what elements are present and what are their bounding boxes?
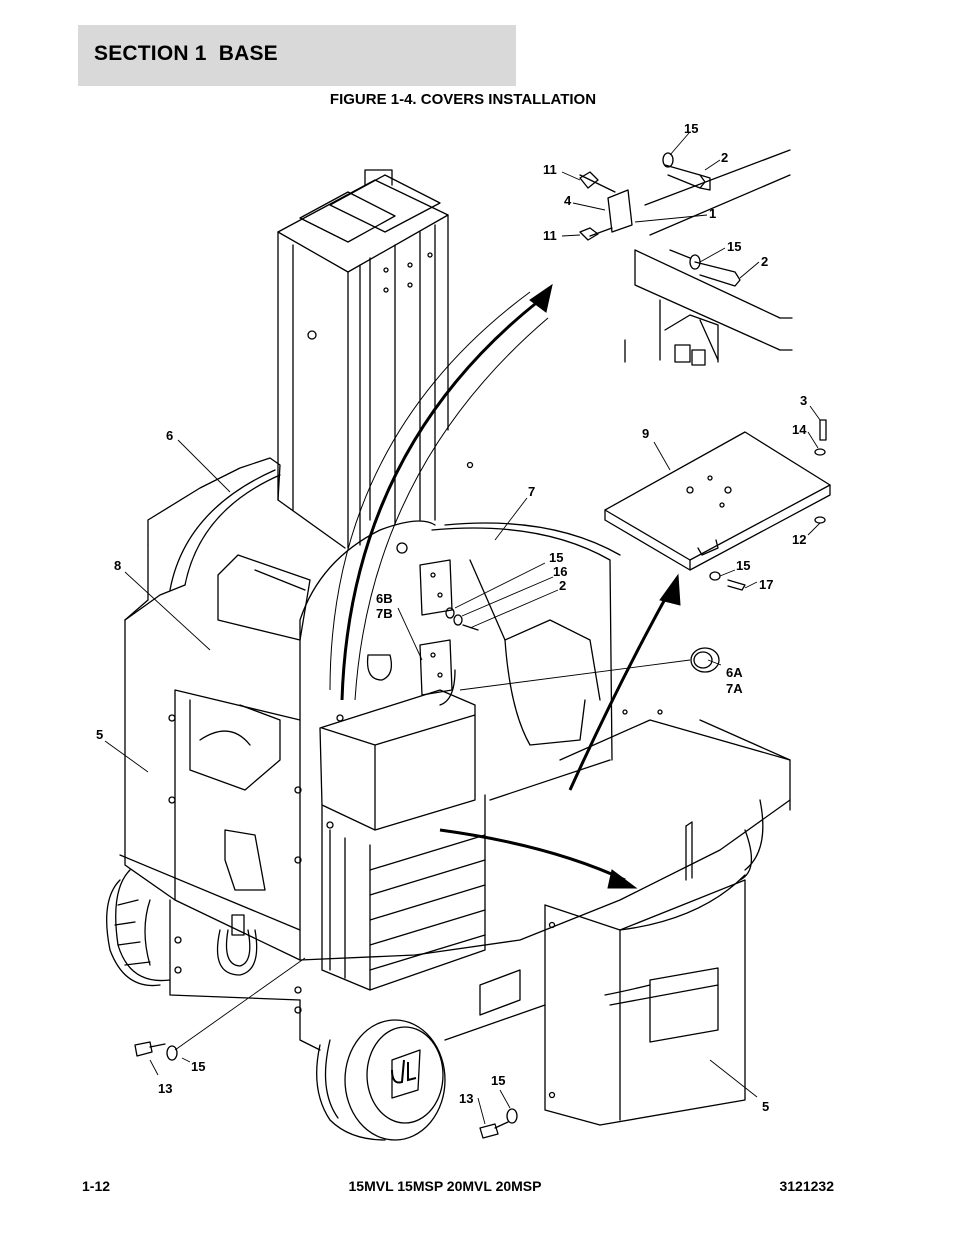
callout-14: 14 <box>792 422 807 437</box>
callout-5-right: 5 <box>762 1099 769 1114</box>
callout-11-a: 11 <box>543 162 557 177</box>
callout-17: 17 <box>759 577 773 592</box>
callout-2-top: 2 <box>721 150 728 165</box>
callout-2-hinge: 2 <box>559 578 566 593</box>
callout-16: 16 <box>553 564 567 579</box>
document-number: 3121232 <box>779 1178 834 1194</box>
callout-15-right: 15 <box>491 1073 505 1088</box>
callout-11-b: 11 <box>543 228 557 243</box>
arrow-to-detail <box>340 298 541 701</box>
callout-15-left: 15 <box>191 1059 205 1074</box>
callout-3: 3 <box>800 393 807 408</box>
callout-labels: 15 2 11 4 1 11 15 2 3 14 9 12 15 17 6 7 … <box>96 121 807 1114</box>
model-list: 15MVL 15MSP 20MVL 20MSP <box>348 1178 542 1194</box>
arrow-to-plate <box>568 589 672 791</box>
leader-lines <box>104 132 821 1125</box>
callout-1: 1 <box>709 206 716 221</box>
callout-15-hinge: 15 <box>549 550 563 565</box>
callout-6b: 6B <box>376 591 393 606</box>
cap-6a-7a <box>690 647 720 673</box>
battery-stack <box>319 669 486 991</box>
mast <box>277 169 474 549</box>
callout-13-right: 13 <box>459 1091 473 1106</box>
flow-arrows <box>329 283 681 889</box>
callout-4: 4 <box>564 193 572 208</box>
callout-6: 6 <box>166 428 173 443</box>
section-title: SECTION 1 BASE <box>94 42 278 65</box>
cover-arch-7 <box>431 522 621 801</box>
callout-7a: 7A <box>726 681 743 696</box>
callout-13-left: 13 <box>158 1081 172 1096</box>
arrow-to-cover <box>439 828 626 882</box>
plate-9 <box>604 419 831 591</box>
section-banner: SECTION 1 BASE <box>78 25 516 86</box>
hinges <box>366 559 453 696</box>
callout-15-mid: 15 <box>727 239 741 254</box>
front-deck <box>559 709 791 881</box>
jlg-logo <box>391 1059 417 1084</box>
front-wheel <box>316 969 546 1141</box>
cover-5-right <box>544 821 746 1126</box>
callout-9: 9 <box>642 426 649 441</box>
detail-inset <box>579 149 793 366</box>
callout-6a: 6A <box>726 665 743 680</box>
figure-title: FIGURE 1-4. COVERS INSTALLATION <box>329 91 597 108</box>
callout-15-plate: 15 <box>736 558 750 573</box>
base-body <box>119 457 791 1051</box>
callout-7b: 7B <box>376 606 393 621</box>
page-number: 1-12 <box>82 1178 111 1194</box>
callout-2-mid: 2 <box>761 254 768 269</box>
callout-8: 8 <box>114 558 121 573</box>
callout-15-top: 15 <box>684 121 698 136</box>
callout-7: 7 <box>528 484 535 499</box>
hardware <box>134 542 518 1139</box>
callout-5-left: 5 <box>96 727 103 742</box>
tie-down-ring <box>216 914 258 976</box>
callout-12: 12 <box>792 532 806 547</box>
rear-wheel <box>106 869 171 987</box>
